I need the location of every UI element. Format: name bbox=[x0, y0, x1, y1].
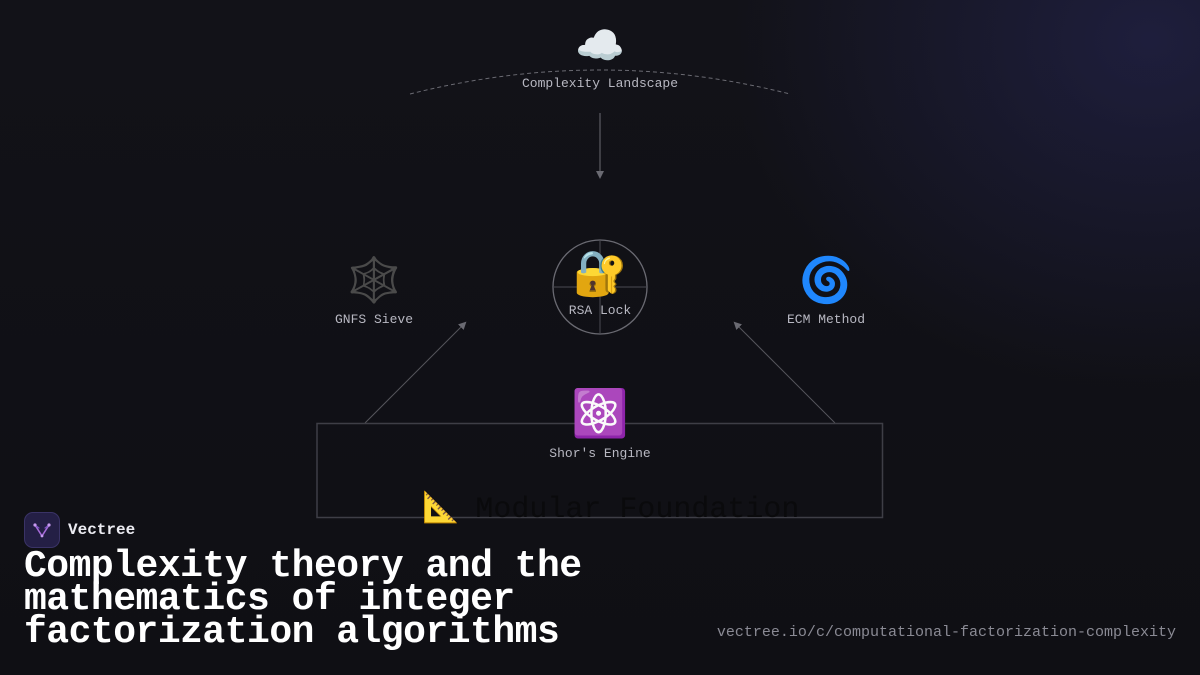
complexity-landscape-node: ☁️ Complexity Landscape bbox=[521, 27, 679, 92]
modular-foundation: 📐 Modular Foundation bbox=[422, 490, 799, 527]
cyclone-icon: 🌀 bbox=[798, 259, 854, 309]
modular-foundation-label: Modular Foundation bbox=[475, 493, 800, 527]
shors-engine-node: ⚛️ Shor's Engine bbox=[549, 394, 650, 461]
source-url[interactable]: vectree.io/c/computational-factorization… bbox=[716, 624, 1176, 641]
locked-with-key-icon: 🔐 bbox=[572, 252, 628, 302]
triangular-ruler-icon: 📐 bbox=[422, 493, 460, 527]
page-title: Complexity theory and the mathematics of… bbox=[24, 545, 582, 654]
spider-web-icon: 🕸️ bbox=[346, 259, 402, 309]
atom-icon: ⚛️ bbox=[571, 391, 629, 443]
ecm-method-node: 🌀 ECM Method bbox=[787, 262, 865, 327]
brand-name: Vectree bbox=[68, 521, 136, 539]
arrow-right-diagonal bbox=[733, 321, 836, 424]
vectree-logo-icon bbox=[24, 512, 60, 548]
ecm-method-label: ECM Method bbox=[786, 312, 866, 327]
complexity-landscape-label: Complexity Landscape bbox=[521, 76, 679, 91]
gnfs-sieve-node: 🕸️ GNFS Sieve bbox=[335, 262, 413, 327]
rsa-lock-label: RSA Lock bbox=[568, 303, 632, 318]
brand[interactable]: Vectree bbox=[24, 512, 135, 548]
shors-engine-label: Shor's Engine bbox=[549, 446, 651, 461]
rsa-lock-node: 🔐 RSA Lock bbox=[569, 255, 631, 318]
gnfs-sieve-label: GNFS Sieve bbox=[334, 312, 414, 327]
arrow-left-diagonal bbox=[364, 321, 467, 424]
foundation-box bbox=[316, 422, 884, 519]
cloud-icon: ☁️ bbox=[575, 27, 625, 72]
landscape-arc bbox=[409, 69, 791, 95]
